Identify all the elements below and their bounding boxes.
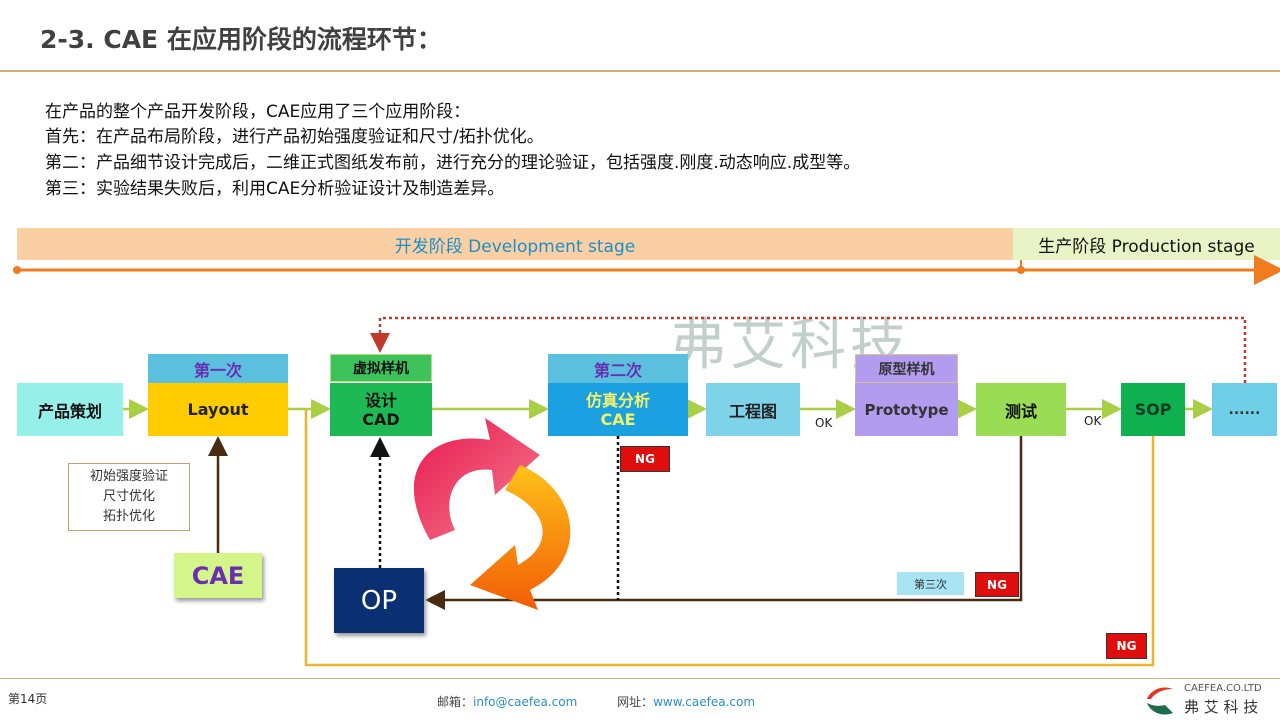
ng-badge: NG <box>975 572 1019 597</box>
cae-box: CAE <box>174 553 262 598</box>
development-stage-band: 开发阶段 Development stage <box>17 228 1013 260</box>
title-divider <box>0 70 1280 72</box>
note-line: 初始强度验证 <box>89 469 168 484</box>
ok-label: OK <box>1084 414 1102 428</box>
third-label: 第三次 <box>897 572 964 595</box>
page-number: 第14页 <box>8 692 48 706</box>
layout-box: Layout <box>148 383 288 436</box>
footer-contact: 邮箱：info@caefea.com 网址：www.caefea.com <box>437 693 755 710</box>
logo-chinese: 弗 艾 科 技 <box>1184 698 1259 716</box>
engineering-drawing-box: 工程图 <box>706 383 800 436</box>
footer-divider <box>0 678 1280 679</box>
virtual-prototype-label: 虚拟样机 <box>330 354 432 382</box>
note-line: 尺寸优化 <box>102 489 155 504</box>
production-stage-band: 生产阶段 Production stage <box>1013 228 1280 260</box>
cycle-arrow-top <box>413 418 540 540</box>
cae-line2: CAE <box>600 409 636 429</box>
intro-line: 第二：产品细节设计完成后，二维正式图纸发布前，进行充分的理论验证，包括强度.刚度… <box>45 153 861 173</box>
first-label: 第一次 <box>148 354 288 383</box>
cae-notes-box: 初始强度验证 尺寸优化 拓扑优化 <box>68 463 190 531</box>
cycle-arrow-bottom <box>470 465 571 610</box>
second-label: 第二次 <box>548 354 688 383</box>
web-label: 网址： <box>617 695 654 709</box>
intro-line: 第三：实验结果失败后，利用CAE分析验证设计及制造差异。 <box>45 179 505 199</box>
ok-label: OK <box>815 416 833 430</box>
cad-line2: CAD <box>362 409 400 429</box>
company-logo-icon <box>1143 683 1177 717</box>
product-planning-box: 产品策划 <box>17 383 123 436</box>
email-link[interactable]: info@caefea.com <box>473 695 578 709</box>
intro-line: 首先：在产品布局阶段，进行产品初始强度验证和尺寸/拓扑优化。 <box>45 127 544 147</box>
prototype-box: Prototype <box>855 383 958 436</box>
sop-box: SOP <box>1121 383 1185 436</box>
test-box: 测试 <box>976 383 1066 436</box>
email-label: 邮箱： <box>437 695 474 709</box>
op-box: OP <box>334 568 424 633</box>
ng-badge: NG <box>1106 633 1147 659</box>
intro-line: 在产品的整个产品开发阶段，CAE应用了三个应用阶段： <box>45 102 471 122</box>
cad-line1: 设计 <box>364 390 397 410</box>
note-line: 拓扑优化 <box>102 509 155 524</box>
prototype-label: 原型样机 <box>855 354 958 383</box>
logo-english: CAEFEA.CO.LTD <box>1184 683 1262 694</box>
cae-line1: 仿真分析 <box>585 390 650 410</box>
page-title: 2-3. CAE 在应用阶段的流程环节： <box>40 25 442 54</box>
ng-badge: NG <box>620 446 670 472</box>
more-box: ...... <box>1212 383 1277 436</box>
web-link[interactable]: www.caefea.com <box>653 695 756 709</box>
